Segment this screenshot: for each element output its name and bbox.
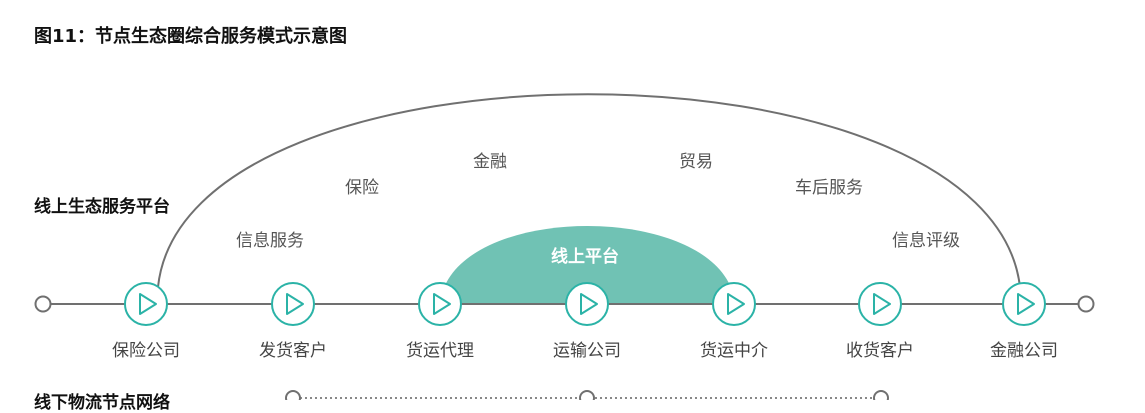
node-label: 保险公司 <box>112 341 180 361</box>
play-triangle-icon <box>286 293 304 315</box>
left-endpoint-icon <box>34 295 52 313</box>
play-circle-icon <box>565 282 609 326</box>
node-label: 运输公司 <box>553 341 621 361</box>
play-triangle-icon <box>139 293 157 315</box>
node-label: 金融公司 <box>990 341 1058 361</box>
play-triangle-icon <box>580 293 598 315</box>
service-label: 贸易 <box>679 152 713 172</box>
service-label: 信息服务 <box>236 231 304 251</box>
node-6: 收货客户 <box>846 282 914 361</box>
online-layer-label: 线上生态服务平台 <box>34 197 170 217</box>
play-triangle-icon <box>1017 293 1035 315</box>
service-label: 金融 <box>473 152 507 172</box>
node-label: 收货客户 <box>846 341 914 361</box>
node-5: 货运中介 <box>700 282 768 361</box>
node-7: 金融公司 <box>990 282 1058 361</box>
node-2: 发货客户 <box>259 282 327 361</box>
play-circle-icon <box>712 282 756 326</box>
offline-node-icon <box>285 390 301 400</box>
play-triangle-icon <box>727 293 745 315</box>
service-label: 保险 <box>345 178 379 198</box>
node-group: 保险公司 发货客户 货运代理 运输公司 货运中介 收货客户 金融公司 <box>112 282 1058 361</box>
play-circle-icon <box>271 282 315 326</box>
play-circle-icon <box>858 282 902 326</box>
online-platform-dome <box>440 226 735 304</box>
play-triangle-icon <box>873 293 891 315</box>
online-platform-label: 线上平台 <box>551 246 619 267</box>
node-label: 发货客户 <box>259 341 327 361</box>
service-label: 车后服务 <box>795 178 863 198</box>
offline-node-icon <box>873 390 889 400</box>
offline-node-icon <box>579 390 595 400</box>
service-label: 信息评级 <box>892 231 960 251</box>
node-3: 货运代理 <box>406 282 474 361</box>
node-1: 保险公司 <box>112 282 180 361</box>
play-circle-icon <box>124 282 168 326</box>
node-label: 货运中介 <box>700 341 768 361</box>
node-label: 货运代理 <box>406 341 474 361</box>
play-circle-icon <box>418 282 462 326</box>
page-title: 图11：节点生态圈综合服务模式示意图 <box>34 26 348 47</box>
ecosystem-arc <box>157 93 1021 288</box>
right-endpoint-icon <box>1077 295 1095 313</box>
play-triangle-icon <box>433 293 451 315</box>
play-circle-icon <box>1002 282 1046 326</box>
node-4: 运输公司 <box>553 282 621 361</box>
